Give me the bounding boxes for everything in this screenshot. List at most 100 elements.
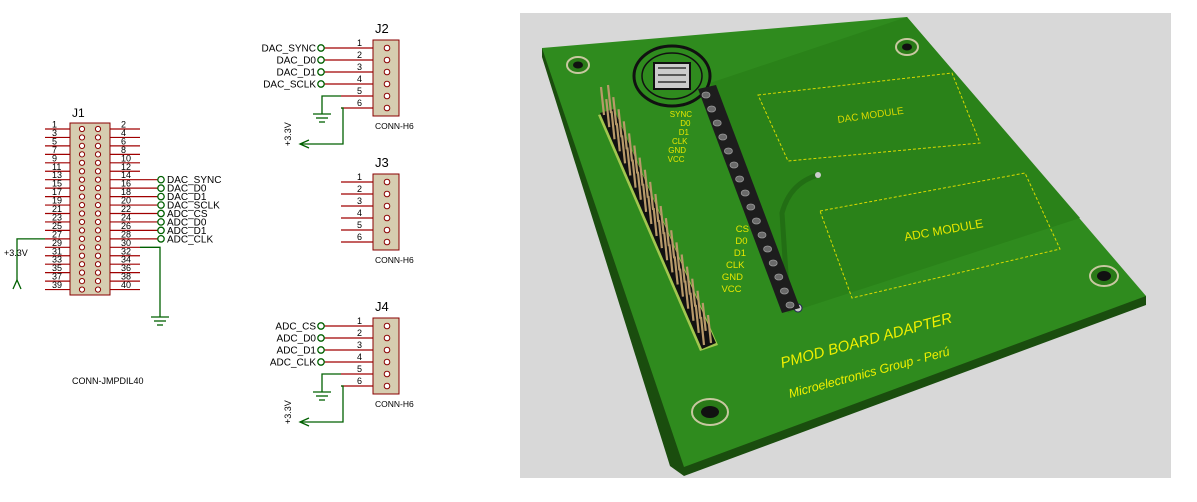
j1-pin-number: 39 <box>52 280 62 290</box>
header-pin <box>678 268 685 297</box>
j1-net-label: ADC_D1 <box>167 226 207 237</box>
header-pin <box>599 86 606 116</box>
j1-net-label: ADC_D0 <box>167 217 207 228</box>
j1-pin-number: 37 <box>52 272 62 282</box>
j1-pin-dot <box>94 261 102 268</box>
net-terminal <box>157 201 165 209</box>
pin-label-top: CLK <box>672 137 688 146</box>
net-terminal <box>157 209 165 218</box>
j1-pin-dot <box>78 210 86 217</box>
header-socket <box>718 133 728 141</box>
j2-pin-number: 1 <box>357 38 362 48</box>
mounting-holes <box>566 38 1119 426</box>
j1-pin-dot <box>78 218 86 226</box>
header-pin <box>652 207 658 237</box>
j1-pin-number: 8 <box>121 145 126 155</box>
header-pin <box>654 193 660 223</box>
j1-pin-dot <box>78 244 86 251</box>
header-pin <box>691 278 697 307</box>
j2-pin-dot <box>383 80 391 88</box>
j1-body <box>69 122 111 296</box>
j4-pin-number: 6 <box>357 376 362 386</box>
j2-pin-dot <box>383 68 391 76</box>
j1-pin-number: 30 <box>121 238 131 248</box>
j1-pin-number: 34 <box>121 255 131 265</box>
header-pin <box>617 109 623 138</box>
header-pin <box>663 232 669 261</box>
j1-pin-dot <box>94 176 102 183</box>
net-terminal <box>317 44 325 52</box>
j4-ground-wire <box>321 373 341 392</box>
j1-pin-number: 27 <box>52 229 62 239</box>
header-pin <box>696 290 702 319</box>
j2-pin-dot <box>383 104 391 112</box>
header-pin <box>680 254 686 283</box>
header-pin <box>636 171 642 200</box>
pin-label-top: SYNC <box>670 110 692 119</box>
j4-power-label: +3.3V <box>283 400 293 424</box>
header-pin <box>642 183 648 212</box>
header-pin <box>622 121 628 150</box>
j1-pin-number: 19 <box>52 196 62 206</box>
j1-pin-dot <box>94 142 102 149</box>
header-pin <box>626 147 632 176</box>
j3-pin-number: 2 <box>357 184 362 194</box>
j1-pin-number: 16 <box>121 179 131 189</box>
j1-power-wire <box>16 238 45 280</box>
header-pin <box>706 314 713 344</box>
j3-pin-dot <box>383 214 391 222</box>
header-pin <box>643 169 649 198</box>
header-pin <box>684 280 690 309</box>
pin-dots <box>78 44 391 390</box>
j1-pin-dot <box>94 235 102 242</box>
header-pin <box>647 195 653 225</box>
header-pin <box>649 181 655 210</box>
j3-body <box>372 173 400 251</box>
pin-label-bottom: VCC <box>721 284 741 295</box>
j2-pin-number: 3 <box>357 62 362 72</box>
j1-pin-dot <box>94 159 102 166</box>
pin-label-top: GND <box>668 146 686 155</box>
j4-pin-dot <box>383 322 391 330</box>
j4-pin-dot <box>383 382 391 390</box>
header-socket <box>763 245 773 253</box>
j1-net-label: DAC_D1 <box>167 192 207 203</box>
header-pin <box>657 220 663 249</box>
header-pin <box>675 242 681 271</box>
header-pin <box>638 157 644 186</box>
j4-pin-number: 5 <box>357 364 362 374</box>
j1-pin-dot <box>78 227 86 234</box>
header-pin <box>694 304 700 334</box>
j1-pin-number: 36 <box>121 263 131 273</box>
net-terminal <box>157 184 165 192</box>
j1-part-name: CONN-JMPDIL40 <box>72 376 144 386</box>
header-pin <box>633 145 639 174</box>
net-terminal <box>157 218 165 226</box>
header-pin <box>670 230 676 259</box>
university-seal-logo <box>632 44 712 108</box>
net-terminal <box>317 346 325 354</box>
j4-part-name: CONN-H6 <box>375 399 414 409</box>
j1-pin-number: 11 <box>52 162 61 172</box>
header-socket <box>707 105 717 113</box>
pin-label-top: D0 <box>680 119 691 128</box>
j1-pin-dot <box>94 134 102 141</box>
j1-pin-number: 12 <box>121 162 131 172</box>
via <box>815 172 821 178</box>
net-terminal <box>157 175 165 184</box>
j1-net-label: DAC_D0 <box>167 184 207 195</box>
j4-net-label: ADC_CS <box>275 322 316 333</box>
j2-power-wire <box>300 107 344 145</box>
j1-pin-number: 25 <box>52 221 62 231</box>
header-pins <box>599 84 713 346</box>
j3-pin-number: 6 <box>357 232 362 242</box>
j2-pin-number: 5 <box>357 86 362 96</box>
j1-pin-number: 31 <box>52 246 62 256</box>
j3-part-name: CONN-H6 <box>375 255 414 265</box>
net-terminal <box>317 56 325 64</box>
j1-pin-number: 18 <box>121 187 131 197</box>
j1-pin-dot <box>94 210 102 217</box>
j1-pin-number: 29 <box>52 238 62 248</box>
j1-pin-dot <box>94 185 102 192</box>
header-pin <box>612 96 618 126</box>
